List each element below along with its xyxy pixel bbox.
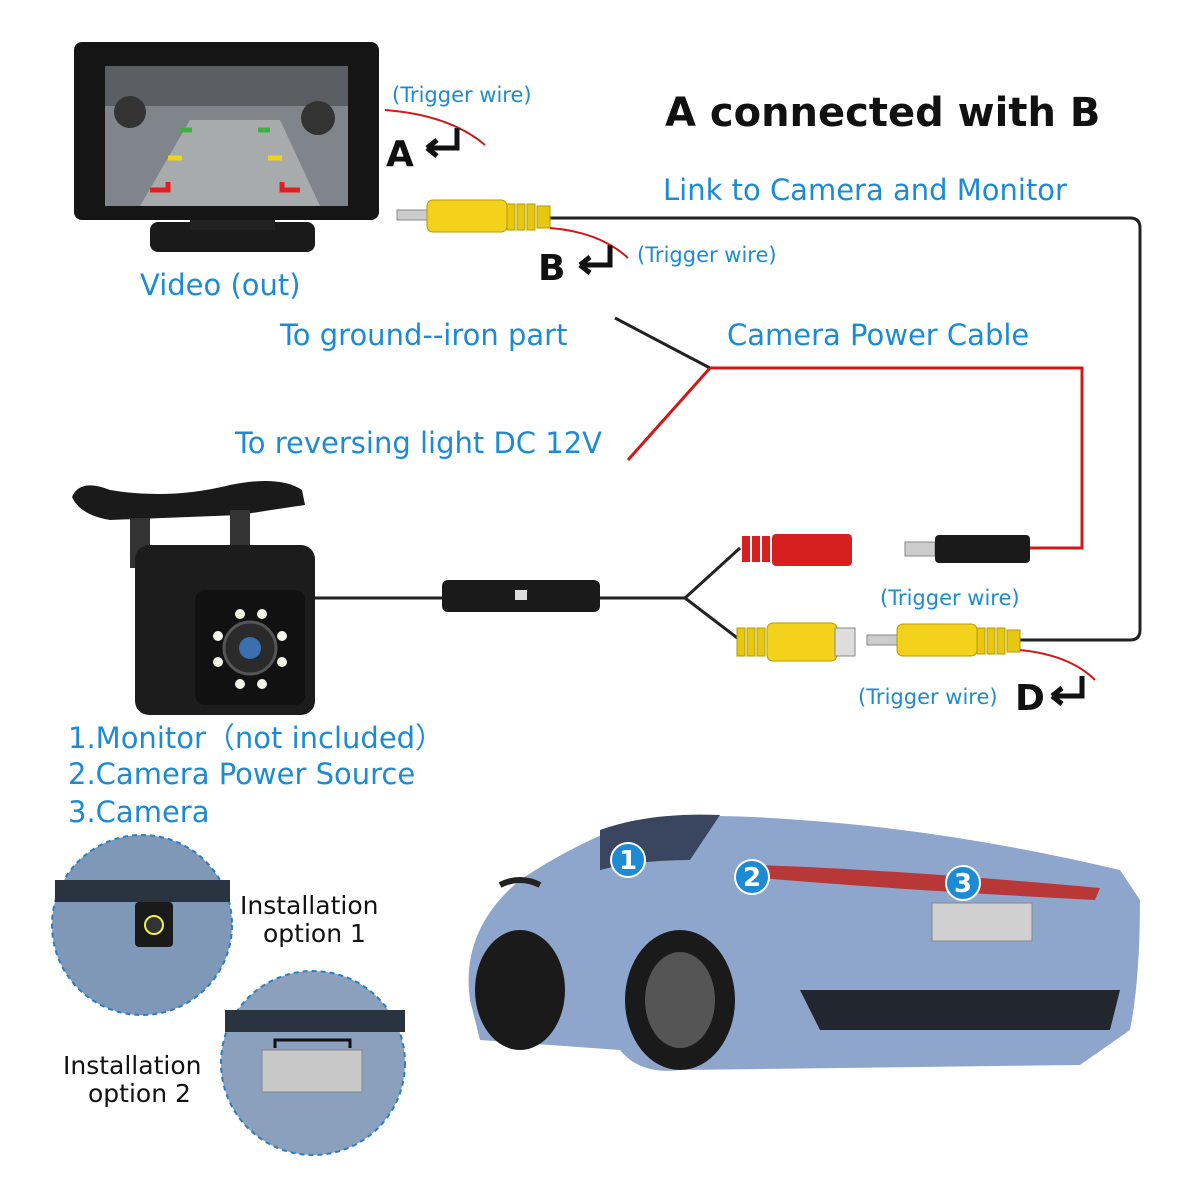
letter-a: A	[386, 134, 414, 175]
install-option-2-line1: Installation	[63, 1051, 201, 1080]
rca-plug-camera-side	[866, 623, 1021, 657]
trigger-wire-b-label: (Trigger wire)	[637, 243, 777, 267]
badge-2: 2	[734, 859, 770, 895]
badge-3: 3	[945, 865, 981, 901]
legend-item-2: 2.Camera Power Source	[68, 757, 415, 791]
module-led	[515, 590, 527, 600]
badge-1: 1	[610, 842, 646, 878]
trigger-wire-a	[384, 109, 486, 146]
video-out-label: Video (out)	[140, 268, 301, 302]
svg-text:1: 1	[619, 846, 637, 876]
trigger-wire-b	[549, 227, 629, 259]
title: A connected with B	[665, 90, 1100, 136]
video-cable	[550, 216, 1142, 642]
backup-camera	[72, 481, 315, 715]
car-illustration	[468, 814, 1141, 1071]
trigger-wire-d	[1019, 649, 1096, 681]
trigger-wire-d-label: (Trigger wire)	[858, 685, 998, 709]
installation-option-2-image	[220, 970, 406, 1156]
rca-female-camera	[736, 622, 856, 662]
trigger-wire-c-label: (Trigger wire)	[880, 586, 1020, 610]
legend-item-3: 3.Camera	[68, 795, 209, 829]
reversing-light-label: To reversing light DC 12V	[234, 426, 602, 460]
power-cable	[614, 316, 1084, 550]
rca-plug-monitor	[396, 199, 551, 233]
red-dc-female-connector	[742, 534, 852, 566]
arrow-icon	[1050, 676, 1085, 706]
arrow-icon	[578, 245, 613, 275]
arrow-icon	[425, 128, 460, 158]
install-option-1-line1: Installation	[240, 891, 378, 920]
install-option-1-line2: option 1	[263, 919, 366, 948]
installation-option-1-image	[51, 834, 233, 1016]
legend-item-1: 1.Monitor（not included）	[68, 721, 444, 755]
camera-cable	[315, 546, 742, 642]
dc-male-plug	[904, 535, 1030, 563]
letter-b: B	[538, 248, 565, 289]
power-cable-label: Camera Power Cable	[727, 318, 1029, 352]
install-option-2-line2: option 2	[88, 1079, 191, 1108]
link-label: Link to Camera and Monitor	[663, 173, 1067, 207]
trigger-wire-a-label: (Trigger wire)	[392, 83, 532, 107]
ground-label: To ground--iron part	[279, 318, 567, 352]
svg-text:2: 2	[743, 863, 761, 893]
letter-d: D	[1015, 678, 1045, 719]
monitor	[74, 42, 379, 252]
svg-text:3: 3	[954, 869, 972, 899]
